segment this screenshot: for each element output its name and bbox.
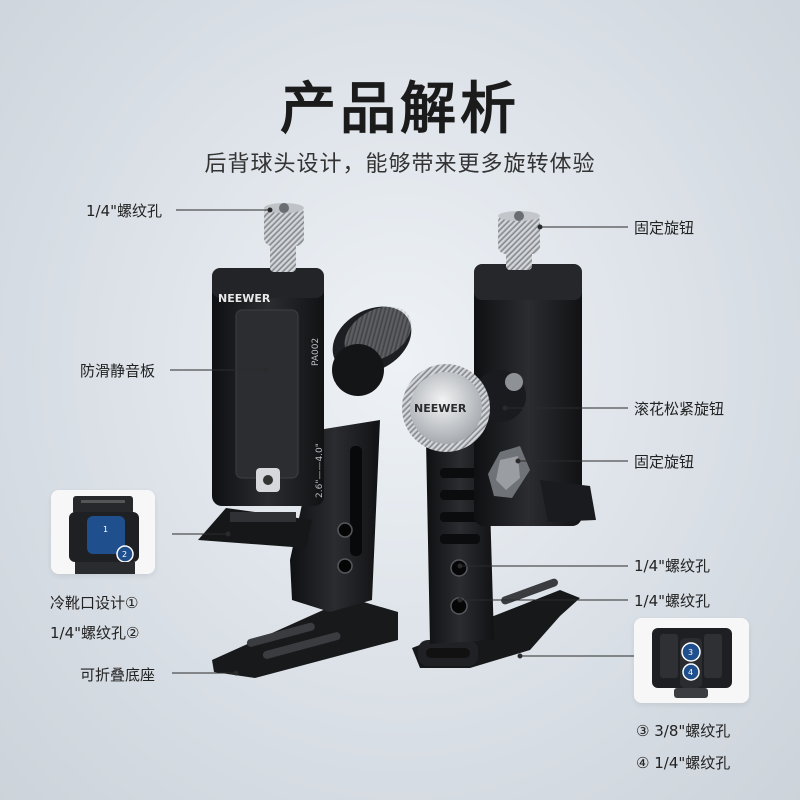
left-column-hole-1 [337,522,353,538]
right-brand-mark: NEEWER [414,402,467,415]
label-fixing-knob-mid: 固定旋钮 [634,453,695,471]
left-brand-mark: NEEWER [218,292,271,305]
left-column-hole-2 [337,558,353,574]
base-holes-detail-image: 3 4 [634,618,749,703]
badge-four: 4 [688,668,693,677]
label-anti-slip-pad: 防滑静音板 [80,362,156,380]
callout-lines [170,207,636,676]
label-foldable-base: 可折叠底座 [80,666,156,684]
right-mount: NEEWER [402,211,596,668]
page-title: 产品解析 [280,77,520,142]
anti-slip-pad [235,309,299,479]
base-holes-detail-inset: 3 4 [634,618,749,703]
left-mount: NEEWER PA002 2.6"——4.0" [198,203,412,678]
label-knurled-knob: 滚花松紧旋钮 [634,400,725,418]
left-model-mark: PA002 [311,338,321,366]
label-screw-hole-2: 1/4"螺纹孔② [50,624,140,642]
left-scale-mark: 2.6"——4.0" [315,443,325,498]
label-screw-hole-4: ④ 1/4"螺纹孔 [636,754,731,772]
label-cold-shoe: 冷靴口设计① [50,594,139,612]
label-fixing-knob-top: 固定旋钮 [634,219,695,237]
badge-one: 1 [103,525,108,534]
badge-two: 2 [122,550,127,559]
left-foldable-base [212,598,398,678]
cold-shoe-detail-image: 1 2 [51,490,155,574]
label-screw-hole-3: ③ 3/8"螺纹孔 [636,722,731,740]
label-screw-hole-b: 1/4"螺纹孔 [634,592,711,610]
label-screw-hole-a: 1/4"螺纹孔 [634,557,711,575]
label-screw-hole-top: 1/4"螺纹孔 [86,202,163,220]
badge-three: 3 [688,648,693,657]
page-subtitle: 后背球头设计，能够带来更多旋转体验 [204,152,596,177]
cold-shoe-detail-inset: 1 2 [51,490,155,574]
